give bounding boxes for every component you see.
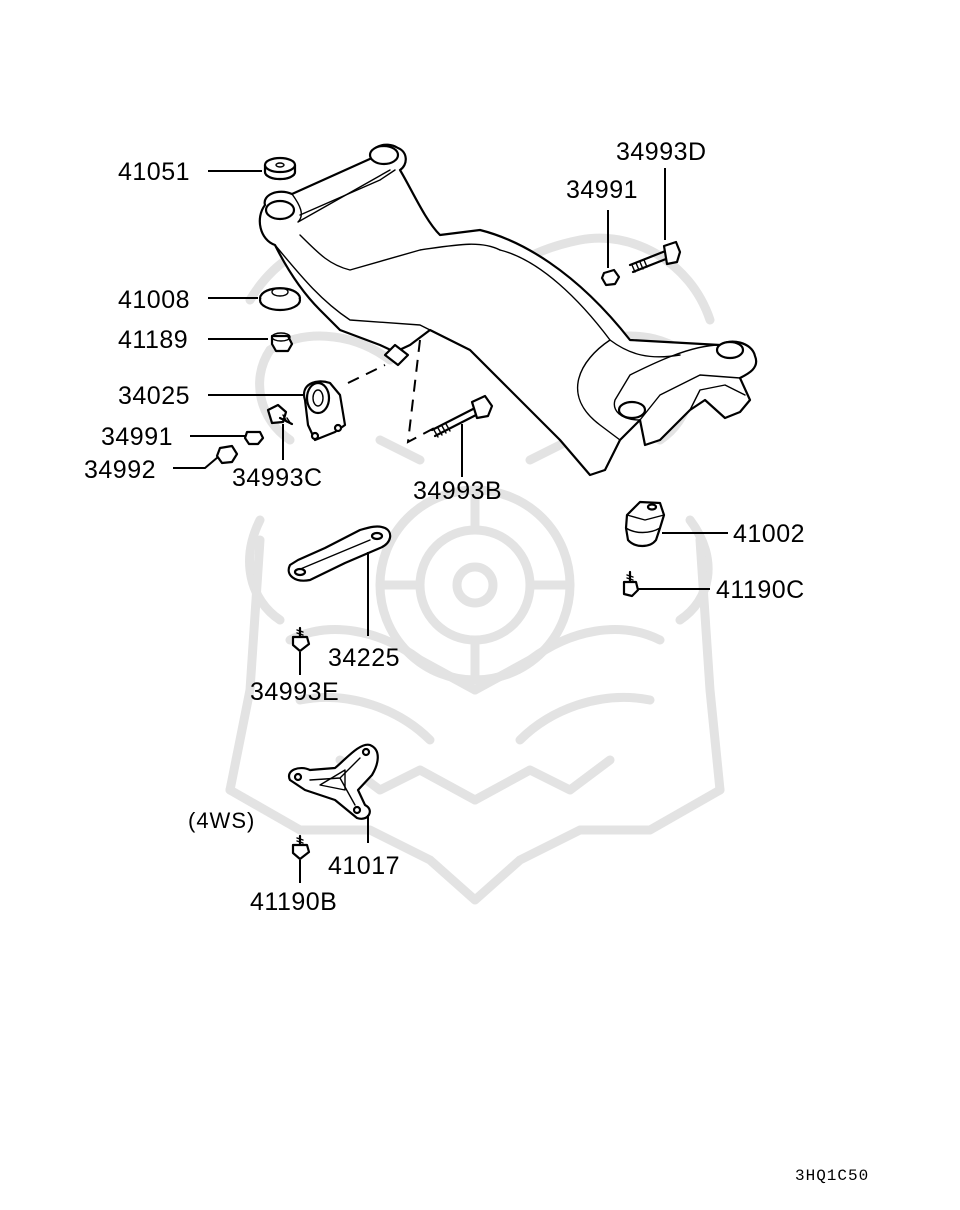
part-34993E-stud	[291, 626, 311, 653]
part-34992-nut	[215, 444, 239, 465]
part-34991-nut-right	[600, 268, 621, 287]
label-34992: 34992	[84, 456, 156, 484]
diagram-code: 3HQ1C50	[795, 1167, 869, 1185]
label-34025: 34025	[118, 382, 190, 410]
label-41051: 41051	[118, 158, 190, 186]
label-34993E: 34993E	[250, 678, 339, 706]
label-34225: 34225	[328, 644, 400, 672]
label-41017: 41017	[328, 852, 400, 880]
part-34225-plate	[287, 525, 392, 582]
part-41189-nut	[270, 332, 294, 353]
label-41002: 41002	[733, 520, 805, 548]
part-34991-nut-left	[243, 430, 265, 446]
part-41002-mount	[624, 500, 666, 548]
label-41189: 41189	[118, 326, 188, 354]
part-41051-washer	[263, 156, 297, 181]
label-34991-right: 34991	[566, 176, 638, 204]
label-34991-left: 34991	[101, 423, 173, 451]
label-34993D: 34993D	[616, 138, 707, 166]
part-labels: 41051 41008 41189 34025 34991 34992 3499…	[84, 138, 869, 1185]
leader-lines	[173, 168, 728, 883]
label-34993B: 34993B	[413, 477, 502, 505]
crossmember-frame	[258, 143, 758, 477]
part-41017-plate	[287, 743, 379, 820]
label-4ws-note: (4WS)	[188, 808, 255, 833]
part-34993D-bolt	[628, 240, 682, 274]
samurai-helmet-watermark-icon	[225, 233, 725, 905]
label-41008: 41008	[118, 286, 190, 314]
label-41190C: 41190C	[716, 576, 805, 604]
label-41190B: 41190B	[250, 888, 337, 916]
part-41008-bushing	[258, 287, 302, 312]
part-34993B-bolt	[430, 394, 494, 438]
leader-34992	[173, 456, 219, 469]
part-41190B-stud	[291, 834, 311, 861]
part-34993C-bolt	[266, 403, 294, 426]
part-34025-mount	[302, 380, 347, 442]
part-41190C-stud	[622, 570, 640, 598]
label-34993C: 34993C	[232, 464, 323, 492]
